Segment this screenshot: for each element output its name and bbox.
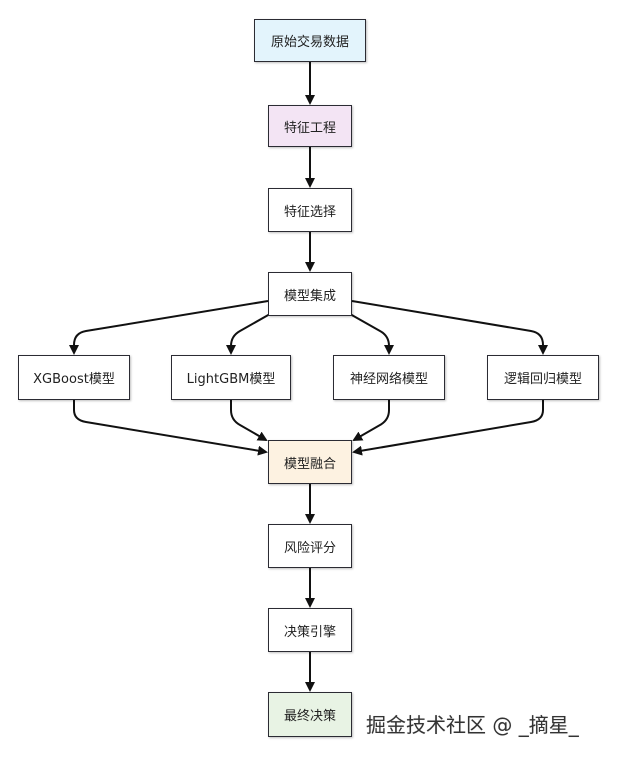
- node-xgboost: XGBoost模型: [18, 355, 130, 400]
- node-model-ensemble: 模型集成: [268, 272, 352, 316]
- node-feature-engineering: 特征工程: [268, 105, 352, 147]
- node-lightgbm: LightGBM模型: [171, 355, 291, 400]
- node-raw-data-label: 原始交易数据: [270, 35, 349, 50]
- node-logistic: 逻辑回归模型: [487, 355, 599, 400]
- edge-ensemble-to-lightgbm: [226, 313, 271, 355]
- node-raw-data: 原始交易数据: [254, 19, 366, 62]
- edge-ensemble-to-xgboost: [69, 300, 269, 355]
- node-feature-selection: 特征选择: [268, 188, 352, 232]
- node-lightgbm-label: LightGBM模型: [186, 372, 276, 387]
- node-neural-net: 神经网络模型: [333, 355, 445, 400]
- node-feature-selection-label: 特征选择: [283, 204, 336, 220]
- node-decision-engine: 决策引擎: [268, 608, 352, 652]
- node-feature-engineering-label: 特征工程: [283, 120, 336, 136]
- edge-ensemble-to-neural-net: [349, 313, 394, 355]
- edge-xgboost-to-fusion: [73, 400, 268, 456]
- node-final-decision: 最终决策: [268, 692, 352, 737]
- edge-lightgbm-to-fusion: [230, 400, 268, 441]
- node-risk-score-label: 风险评分: [283, 540, 336, 556]
- node-model-fusion-label: 模型融合: [283, 456, 336, 472]
- node-final-decision-label: 最终决策: [283, 709, 336, 724]
- edge-neural-net-to-fusion: [352, 400, 390, 441]
- node-decision-engine-label: 决策引擎: [283, 624, 336, 640]
- watermark: 掘金技术社区 @ _摘星_: [366, 712, 579, 737]
- node-risk-score: 风险评分: [268, 524, 352, 568]
- node-xgboost-label: XGBoost模型: [33, 372, 115, 387]
- node-logistic-label: 逻辑回归模型: [503, 372, 582, 387]
- edge-logistic-to-fusion: [352, 400, 544, 456]
- node-model-fusion: 模型融合: [268, 440, 352, 484]
- edge-ensemble-to-logistic: [351, 300, 548, 355]
- node-neural-net-label: 神经网络模型: [349, 372, 428, 387]
- node-model-ensemble-label: 模型集成: [283, 288, 336, 304]
